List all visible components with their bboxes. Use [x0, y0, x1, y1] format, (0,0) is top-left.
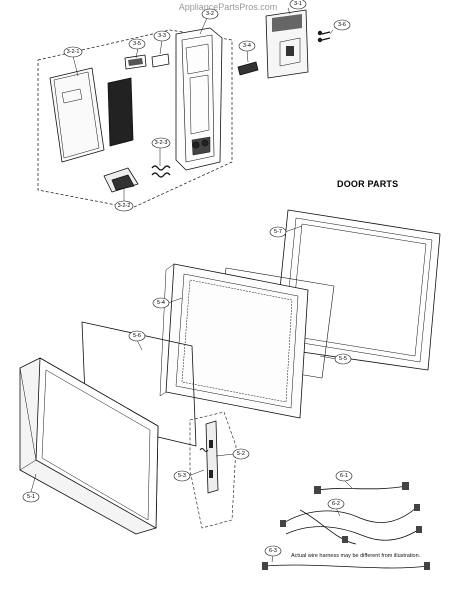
part-5-1-door-front: [19, 357, 159, 535]
callout-5-7: 5-7: [274, 229, 282, 235]
callout-5-1: 5-1: [27, 494, 35, 500]
part-3-4-bracket: [237, 61, 259, 76]
callout-3-1: 3-1: [294, 1, 302, 7]
part-6-3-harness: [262, 562, 430, 570]
part-6-2-harness: [280, 504, 422, 545]
part-5-2-latch-outline: [189, 411, 237, 529]
harness-note: Actual wire harness may be different fro…: [291, 553, 421, 559]
callout-3-6: 3-6: [338, 22, 346, 28]
watermark: AppliancePartsPros.com: [178, 2, 278, 12]
callout-5-5: 5-5: [339, 356, 347, 362]
callout-3-4: 3-4: [243, 43, 251, 49]
callout-6-1: 6-1: [340, 473, 348, 479]
part-6-1-harness: [314, 482, 409, 494]
callout-3-5: 3-5: [133, 41, 141, 47]
callout-3-2-2: 3-2-2: [118, 203, 131, 209]
callout-5-3: 5-3: [178, 473, 186, 479]
control-panel-group-outline: [37, 29, 233, 209]
part-5-2-latch: [205, 420, 219, 494]
part-3-2-1-panel-plate: [49, 67, 105, 163]
callout-3-2-3: 3-2-3: [155, 140, 168, 146]
part-5-4-inner-frame: [159, 263, 309, 419]
callout-5-6: 5-6: [133, 333, 141, 339]
part-3-5-window: [124, 54, 147, 70]
callout-3-2-1: 3-2-1: [67, 49, 80, 55]
part-3-2-2-button: [103, 167, 139, 193]
part-3-6-screws: [317, 30, 331, 43]
callout-5-2: 5-2: [237, 451, 245, 457]
callout-labels: 3-2-1 3-2 3-5 3-3 3-2-3 3-2-2 3-4 3-1 3-…: [27, 1, 348, 554]
part-3-2-1-strip: [107, 77, 134, 147]
part-3-3-plate: [151, 53, 170, 68]
part-3-2-3-spring: [151, 165, 171, 178]
callout-6-3: 6-3: [269, 548, 277, 554]
callout-6-2: 6-2: [332, 501, 340, 507]
callout-5-4: 5-4: [157, 300, 165, 306]
part-5-3-spring: [199, 448, 209, 452]
part-3-1-board: [265, 9, 309, 79]
diagram-title: DOOR PARTS: [337, 179, 399, 189]
leader-lines: [30, 7, 353, 563]
callout-3-2: 3-2: [206, 11, 214, 17]
callout-bubbles: [22, 0, 353, 557]
callout-3-3: 3-3: [158, 33, 166, 39]
part-3-2-control-housing: [175, 27, 223, 171]
